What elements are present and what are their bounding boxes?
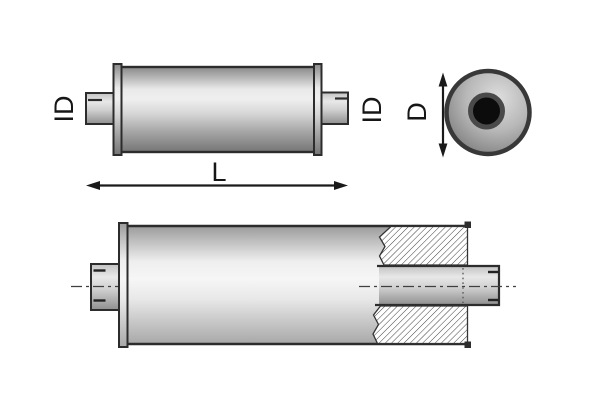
diameter-label: D <box>402 102 432 122</box>
section-marker-bottom <box>464 341 471 348</box>
inlet-stub-left <box>85 92 118 125</box>
inner-pipe-outline <box>375 264 501 307</box>
section-view <box>71 221 516 348</box>
insulation-hatch-top <box>378 225 469 266</box>
end-cap-left <box>112 63 123 156</box>
end-view: D <box>402 68 532 158</box>
inner-pipe <box>379 266 499 305</box>
side-view: ID ID <box>49 63 387 156</box>
bore-hole <box>474 98 499 124</box>
insulation-hatch-bottom <box>372 305 469 345</box>
arrowhead-up-icon <box>438 72 448 87</box>
arrowhead-left-icon <box>86 181 100 190</box>
arrowhead-down-icon <box>438 143 448 158</box>
id-label-right: ID <box>357 97 387 124</box>
length-dimension: L <box>86 157 348 190</box>
muffler-body <box>119 65 317 154</box>
end-cap-right <box>313 63 323 156</box>
id-label-left: ID <box>49 96 79 123</box>
length-label: L <box>211 157 226 187</box>
section-marker-top <box>464 221 471 228</box>
section-end-cap <box>118 222 129 348</box>
arrowhead-right-icon <box>334 181 348 190</box>
